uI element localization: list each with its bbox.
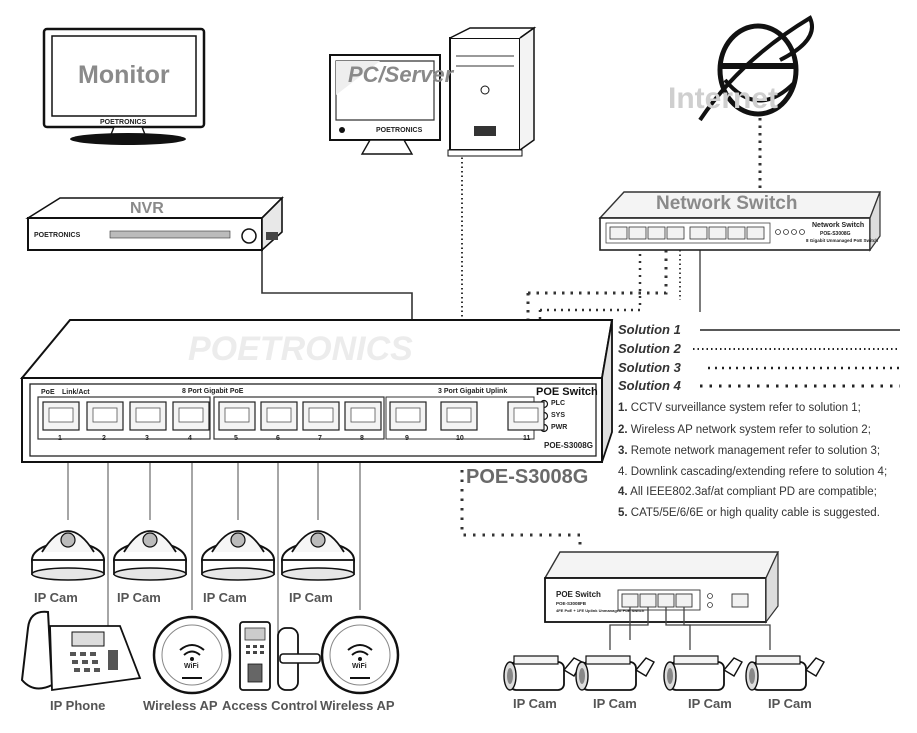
legend-solution-1: Solution 1 [618,322,681,337]
small-switch-desc: 4FE PoE + 1FE Uplink Unmanaged PoE Switc… [556,608,645,613]
switch-port-label-9: 9 [405,435,409,442]
legend-solution-4: Solution 4 [618,378,681,393]
network-switch-tag: Network Switch [812,222,865,229]
internet-logo [698,15,814,122]
switch-link-label: Link/Act [62,389,90,396]
ip-cam-label-2: IP Cam [117,590,161,605]
wifi-label-right: WiFi [352,663,367,670]
switch-port-jack-2 [92,407,118,423]
switch-port-label-11: 11 [523,435,531,442]
monitor-label: Monitor [78,61,170,89]
solution-3-line-left [540,250,642,312]
bullet-camera-group [503,655,825,691]
bullet-camera-2 [575,655,655,691]
network-switch-desc: 8 Gigabit Unmanaged PoE Switch [806,238,879,243]
wireless-ap-left [152,615,232,695]
switch-model: POE-S3008G [544,441,593,450]
switch-port-jack-3 [135,407,161,423]
switch-led-sys: SYS [551,412,566,419]
internet-label: Internet [668,82,779,115]
switch-port-label-10: 10 [456,435,464,442]
switch-port-jack-10 [446,407,472,423]
network-switch-device [598,191,882,252]
solution-4-line-top [528,250,668,295]
switch-watermark: POETRONICS [188,330,413,368]
nvr-label: NVR [130,200,164,217]
switch-group2-label: 3 Port Gigabit Uplink [438,388,508,395]
switch-port-label-3: 3 [145,435,149,442]
network-switch-model: POE-S3008G [820,231,851,237]
monitor-device [42,27,206,145]
switch-port-label-8: 8 [360,435,364,442]
small-switch-model: POE-S3008FB [556,601,587,606]
wireless-ap-label-1: Wireless AP [143,698,218,713]
bullet-camera-3 [663,655,743,691]
small-switch-title: POE Switch [556,590,601,599]
solution-4-line-small [460,470,582,555]
ip-cam-label-1: IP Cam [34,590,78,605]
wireless-ap-right [320,615,400,695]
switch-led-plc: PLC [551,400,565,407]
poe-device-lines [67,462,361,640]
switch-port-label-6: 6 [276,435,280,442]
switch-group1-label: 8 Port Gigabit PoE [182,388,244,395]
legend-lines [693,329,900,388]
small-poe-switch [543,551,780,624]
access-control-device [239,621,321,691]
switch-port-label-4: 4 [188,435,192,442]
bullet-camera-4 [745,655,825,691]
bullet-camera-1 [503,655,583,691]
bullet-cam-label-2: IP Cam [593,696,637,711]
switch-port-jack-9 [395,407,421,423]
pc-brand: POETRONICS [376,127,423,134]
main-switch-port-group [42,401,545,431]
switch-port-label-5: 5 [234,435,238,442]
note-2: 2. Wireless AP network system refer to s… [618,424,871,436]
ip-cam-label-4: IP Cam [289,590,333,605]
switch-port-jack-6 [266,407,292,423]
dome-camera-1 [31,530,105,581]
switch-port-label-1: 1 [58,435,62,442]
bullet-cam-label-1: IP Cam [513,696,557,711]
ip-phone-label: IP Phone [50,698,106,713]
pc-server-label: PC/Server [348,62,454,87]
dome-camera-group [31,530,355,581]
note-5: 4. All IEEE802.3af/at compliant PD are c… [618,486,877,498]
note-4: 4. Downlink cascading/extending refere t… [618,466,888,478]
switch-title: POE Switch [536,386,598,398]
switch-caption: POE-S3008G [466,466,589,488]
switch-port-jack-11 [513,407,539,423]
switch-port-jack-7 [308,407,334,423]
note-6: 5. CAT5/5E/6/6E or high quality cable is… [618,507,880,519]
switch-port-jack-8 [350,407,376,423]
dome-camera-4 [281,530,355,581]
note-3: 3. Remote network management refer to so… [618,445,881,457]
small-switch-camera-lines [609,607,771,650]
switch-port-jack-4 [178,407,204,423]
monitor-brand: POETRONICS [100,119,147,126]
switch-port-label-7: 7 [318,435,322,442]
switch-poe-label: PoE [41,389,55,396]
nvr-device [25,196,284,252]
pc-server-device [329,26,537,157]
ip-cam-label-3: IP Cam [203,590,247,605]
dome-camera-3 [201,530,275,581]
switch-led-pwr: PWR [551,424,568,431]
legend-solution-2: Solution 2 [618,341,681,356]
ip-phone-device [20,610,142,692]
switch-port-label-2: 2 [102,435,106,442]
wireless-ap-label-2: Wireless AP [320,698,395,713]
switch-port-jack-1 [48,407,74,423]
dome-camera-2 [113,530,187,581]
network-switch-label: Network Switch [656,193,798,214]
nvr-brand: POETRONICS [34,232,81,239]
note-1: 1. CCTV surveillance system refer to sol… [618,402,861,414]
wifi-label-left: WiFi [184,663,199,670]
legend-solution-3: Solution 3 [618,360,681,375]
switch-port-jack-5 [224,407,250,423]
bullet-cam-label-3: IP Cam [688,696,732,711]
bullet-cam-label-4: IP Cam [768,696,812,711]
access-control-label: Access Control [222,698,318,713]
